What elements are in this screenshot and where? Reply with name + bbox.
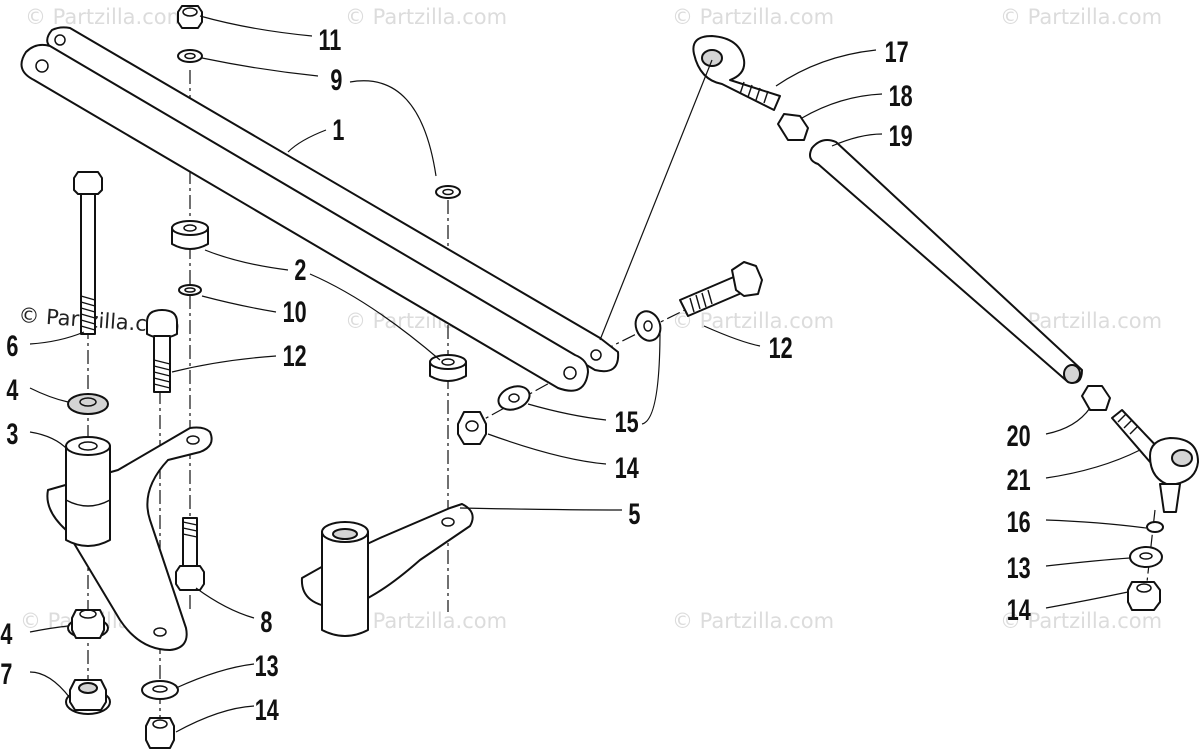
flange-washer-4-upper <box>67 393 109 415</box>
watermark: © Partzilla.com <box>1000 609 1162 633</box>
callout-21: 21 <box>1007 462 1031 496</box>
callout-5: 5 <box>628 496 640 530</box>
jam-nut-18 <box>777 113 809 141</box>
callout-9: 9 <box>330 62 342 96</box>
callout-10: 10 <box>283 294 307 328</box>
nut-14-center <box>457 411 487 445</box>
bushing-left <box>171 220 209 250</box>
watermark: © Partzilla.com <box>345 609 507 633</box>
watermark: © Partzilla.com <box>672 309 834 333</box>
bushing-right <box>429 354 467 382</box>
tie-rod-end-17 <box>692 35 781 111</box>
shoulder-bolt-8 <box>175 517 205 591</box>
callout-12: 12 <box>283 338 307 372</box>
callout-1: 1 <box>332 112 344 146</box>
callout-19: 19 <box>889 118 913 152</box>
link-bars <box>20 26 620 392</box>
bolt-12-right <box>679 261 763 317</box>
callout-17: 17 <box>885 34 909 68</box>
washer-16 <box>1146 521 1164 533</box>
callout-14: 14 <box>1007 592 1031 626</box>
callout-4: 4 <box>0 616 12 650</box>
nut-14-right <box>1127 581 1161 611</box>
watermark: © Partzilla.com <box>345 5 507 29</box>
callout-8: 8 <box>260 604 272 638</box>
callout-3: 3 <box>6 416 18 450</box>
long-bolt-6 <box>73 171 103 335</box>
watermark: © Partzilla.com <box>25 5 187 29</box>
tie-rod-tube-19 <box>809 139 1083 384</box>
callout-14: 14 <box>255 692 279 726</box>
callout-4: 4 <box>6 372 18 406</box>
bolt-12-left <box>146 309 178 393</box>
callout-15: 15 <box>615 404 639 438</box>
callout-11: 11 <box>318 22 341 56</box>
nut-14-left <box>145 717 175 749</box>
callout-13: 13 <box>1007 550 1031 584</box>
flange-nut-7 <box>65 679 111 715</box>
flange-nut-4-lower <box>67 609 109 639</box>
pitman-arm-5 <box>300 503 474 637</box>
callout-18: 18 <box>889 78 913 112</box>
callout-7: 7 <box>0 656 12 690</box>
callout-20: 20 <box>1007 418 1031 452</box>
watermark: © Partzilla.com <box>1000 5 1162 29</box>
steering-bracket-3 <box>46 426 213 651</box>
tie-rod-end-21 <box>1111 409 1199 513</box>
callout-13: 13 <box>255 648 279 682</box>
washer-13-left <box>141 680 179 700</box>
watermark: © Partzilla.com <box>672 609 834 633</box>
nut-11 <box>177 5 203 29</box>
washer-9 <box>177 49 461 199</box>
leader-lines <box>29 15 1147 733</box>
washer-15 <box>497 310 662 411</box>
callout-16: 16 <box>1007 504 1031 538</box>
callout-14: 14 <box>615 450 639 484</box>
washer-10 <box>178 284 202 296</box>
callout-12: 12 <box>769 330 793 364</box>
callout-2: 2 <box>294 252 306 286</box>
watermark: © Partzilla.com <box>672 5 834 29</box>
washer-13-right <box>1129 546 1163 568</box>
callouts: 1 2 3 4 4 5 6 7 8 9 10 11 12 12 13 13 14… <box>0 22 1031 726</box>
callout-6: 6 <box>6 328 18 362</box>
jam-nut-20 <box>1081 385 1111 411</box>
